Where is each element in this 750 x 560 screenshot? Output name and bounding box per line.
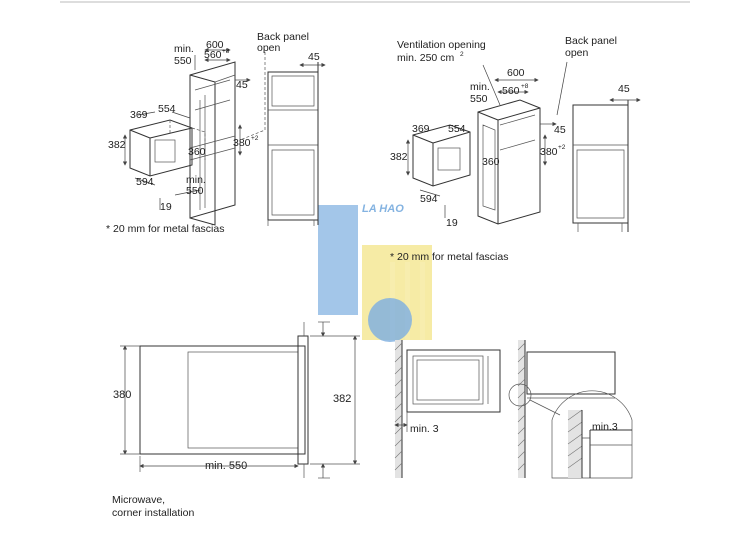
bl-caption-1: Microwave, bbox=[112, 494, 165, 506]
tr-w594: 594 bbox=[420, 193, 438, 205]
tl-depth-45-a: 45 bbox=[308, 51, 320, 63]
tl-min-label: min. bbox=[174, 43, 194, 55]
tr-h360: 360 bbox=[482, 156, 500, 168]
tr-width-560: 560 bbox=[502, 85, 520, 97]
tr-depth-45-a: 45 bbox=[618, 83, 630, 95]
tl-h380: 380 bbox=[233, 137, 251, 149]
tl-back-panel: Back panel bbox=[257, 31, 309, 43]
tr-depth-45-b: 45 bbox=[554, 124, 566, 136]
tr-h382: 382 bbox=[390, 151, 408, 163]
tr-ventilation-1: Ventilation opening bbox=[397, 39, 486, 51]
tr-back-panel: Back panel bbox=[565, 35, 617, 47]
bl-h380: 380 bbox=[113, 389, 131, 401]
tr-min-label: min. bbox=[470, 81, 490, 93]
tl-d369: 369 bbox=[130, 109, 148, 121]
tl-back-panel-2: open bbox=[257, 42, 281, 54]
tr-h380-sup: +2 bbox=[558, 144, 566, 151]
tr-back-panel-2: open bbox=[565, 47, 589, 59]
watermark-logo: LA HAO bbox=[318, 203, 432, 342]
tr-ventilation-2: min. 250 cm bbox=[397, 52, 454, 64]
tr-d554: 554 bbox=[448, 123, 466, 135]
tr-h380: 380 bbox=[540, 146, 558, 158]
tl-h380-sup: +2 bbox=[251, 135, 259, 142]
tr-width-560-sup: +8 bbox=[521, 83, 529, 90]
bl-h382: 382 bbox=[333, 393, 351, 405]
tl-d554: 554 bbox=[158, 103, 176, 115]
br-min3-b: min.3 bbox=[592, 421, 618, 433]
tl-width-560: 560 bbox=[204, 49, 222, 61]
top-left-drawing: min. 550 600 560 +8 Back panel open 45 4… bbox=[106, 31, 326, 235]
tl-h382: 382 bbox=[108, 139, 126, 151]
tr-d369: 369 bbox=[412, 123, 430, 135]
tl-width-600: 600 bbox=[206, 39, 224, 51]
tr-footnote: * 20 mm for metal fascias bbox=[390, 251, 508, 263]
tl-h360: 360 bbox=[188, 146, 206, 158]
bl-min-550: min. 550 bbox=[205, 460, 247, 472]
bottom-right-drawing: min. 3 min.3 bbox=[394, 340, 633, 479]
tl-width-560-sup: +8 bbox=[222, 48, 230, 55]
tl-min-550-a: min. bbox=[186, 174, 206, 186]
bottom-left-drawing: 380 382 min. 550 Microwave, corner insta… bbox=[112, 321, 360, 519]
tr-d19: 19 bbox=[446, 217, 458, 229]
tl-footnote: * 20 mm for metal fascias bbox=[106, 223, 224, 235]
tr-min-value: 550 bbox=[470, 93, 488, 105]
bl-caption-2: corner installation bbox=[112, 507, 194, 519]
tl-d19: 19 bbox=[160, 201, 172, 213]
tr-width-600: 600 bbox=[507, 67, 525, 79]
tl-w594: 594 bbox=[136, 176, 154, 188]
tl-min-550-b: 550 bbox=[186, 185, 204, 197]
top-right-drawing: Ventilation opening min. 250 cm 2 Back p… bbox=[390, 35, 641, 263]
tr-ventilation-sup: 2 bbox=[460, 51, 464, 58]
tl-depth-45-b: 45 bbox=[236, 79, 248, 91]
br-min3-a: min. 3 bbox=[410, 423, 439, 435]
tl-min-value: 550 bbox=[174, 55, 192, 67]
watermark-text: LA HAO bbox=[362, 203, 404, 215]
